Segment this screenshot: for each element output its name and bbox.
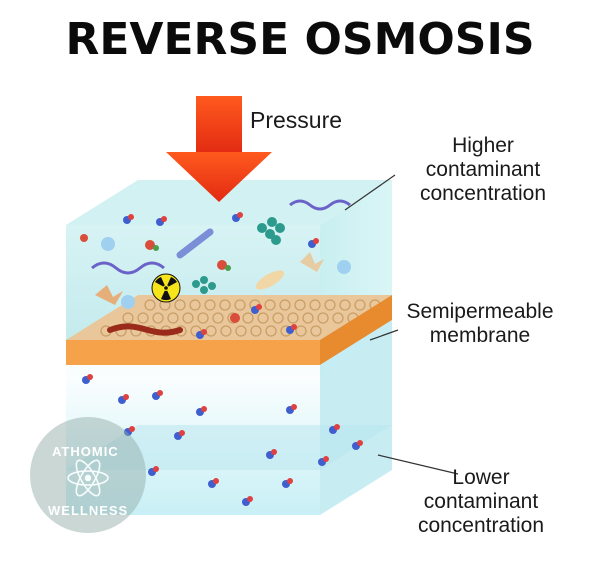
higher-line1: Higher: [452, 134, 514, 157]
purified-water-chamber: [66, 320, 392, 515]
watermark-line1: ATHOMIC: [52, 444, 119, 459]
pressure-arrow-icon: [166, 96, 272, 202]
semi-line1: Semipermeable: [406, 300, 554, 323]
callout-lines: [344, 174, 459, 475]
watermark-logo: [30, 417, 146, 533]
lower-line3: concentration: [417, 514, 545, 537]
lower-line1: Lower: [452, 466, 510, 489]
radiation-icon: [151, 273, 181, 303]
diagram-title: REVERSE OSMOSIS: [65, 14, 535, 65]
membrane-label: Semipermeable membrane: [396, 300, 564, 348]
pressure-label: Pressure: [250, 107, 343, 133]
higher-concentration-label: Higher contaminant concentration: [398, 134, 568, 206]
lower-concentration-label: Lower contaminant concentration: [398, 466, 564, 538]
semi-line2: membrane: [429, 324, 531, 347]
water-molecules: [82, 374, 363, 506]
watermark-line2: WELLNESS: [48, 503, 129, 518]
semipermeable-membrane: [66, 295, 392, 365]
higher-line2: contaminant: [425, 158, 541, 181]
lower-line2: contaminant: [423, 490, 539, 513]
higher-line3: concentration: [419, 182, 547, 205]
atom-icon: [67, 459, 109, 497]
contaminant-particles: [80, 199, 351, 339]
